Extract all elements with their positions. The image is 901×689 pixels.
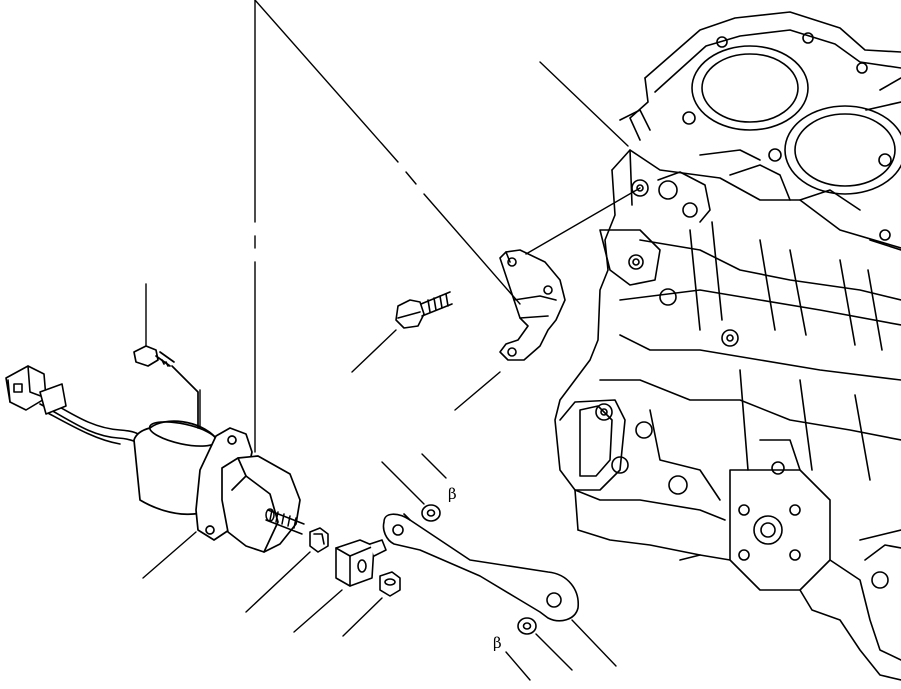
callout-linkage-block [293, 589, 343, 633]
plain-washer-top [421, 504, 441, 522]
callout-washer-top [381, 461, 425, 505]
washer-mark-bottom: β [493, 634, 502, 652]
engine-block [554, 11, 901, 681]
washer-mark-top: β [448, 485, 457, 503]
callout-hex-nut [245, 551, 311, 613]
callout-solenoid [142, 531, 197, 579]
callout-washer-bottom-mark [505, 651, 531, 681]
callout-bracket-bolt [351, 329, 397, 373]
wire-harness-connector [5, 365, 147, 449]
link-lever [382, 513, 579, 622]
callout-washer-top-mark [421, 453, 447, 479]
callout-lock-nut [342, 597, 383, 637]
callout-engine-block [539, 61, 629, 147]
stop-solenoid [133, 345, 301, 553]
leader-diagonal-bracket [254, 0, 521, 305]
lock-nut [379, 571, 401, 597]
callout-washer-bottom [535, 633, 573, 671]
solenoid-plunger-stud [265, 508, 305, 535]
leader-bracket-to-block [525, 187, 641, 255]
plain-washer-bottom [517, 617, 537, 635]
hex-nut [309, 527, 329, 553]
callout-bracket [454, 371, 501, 411]
callout-link-lever [571, 619, 617, 667]
mounting-bracket [499, 249, 566, 361]
linkage-block [335, 539, 387, 587]
leader-lines [142, 0, 641, 681]
bracket-bolt [395, 291, 453, 329]
